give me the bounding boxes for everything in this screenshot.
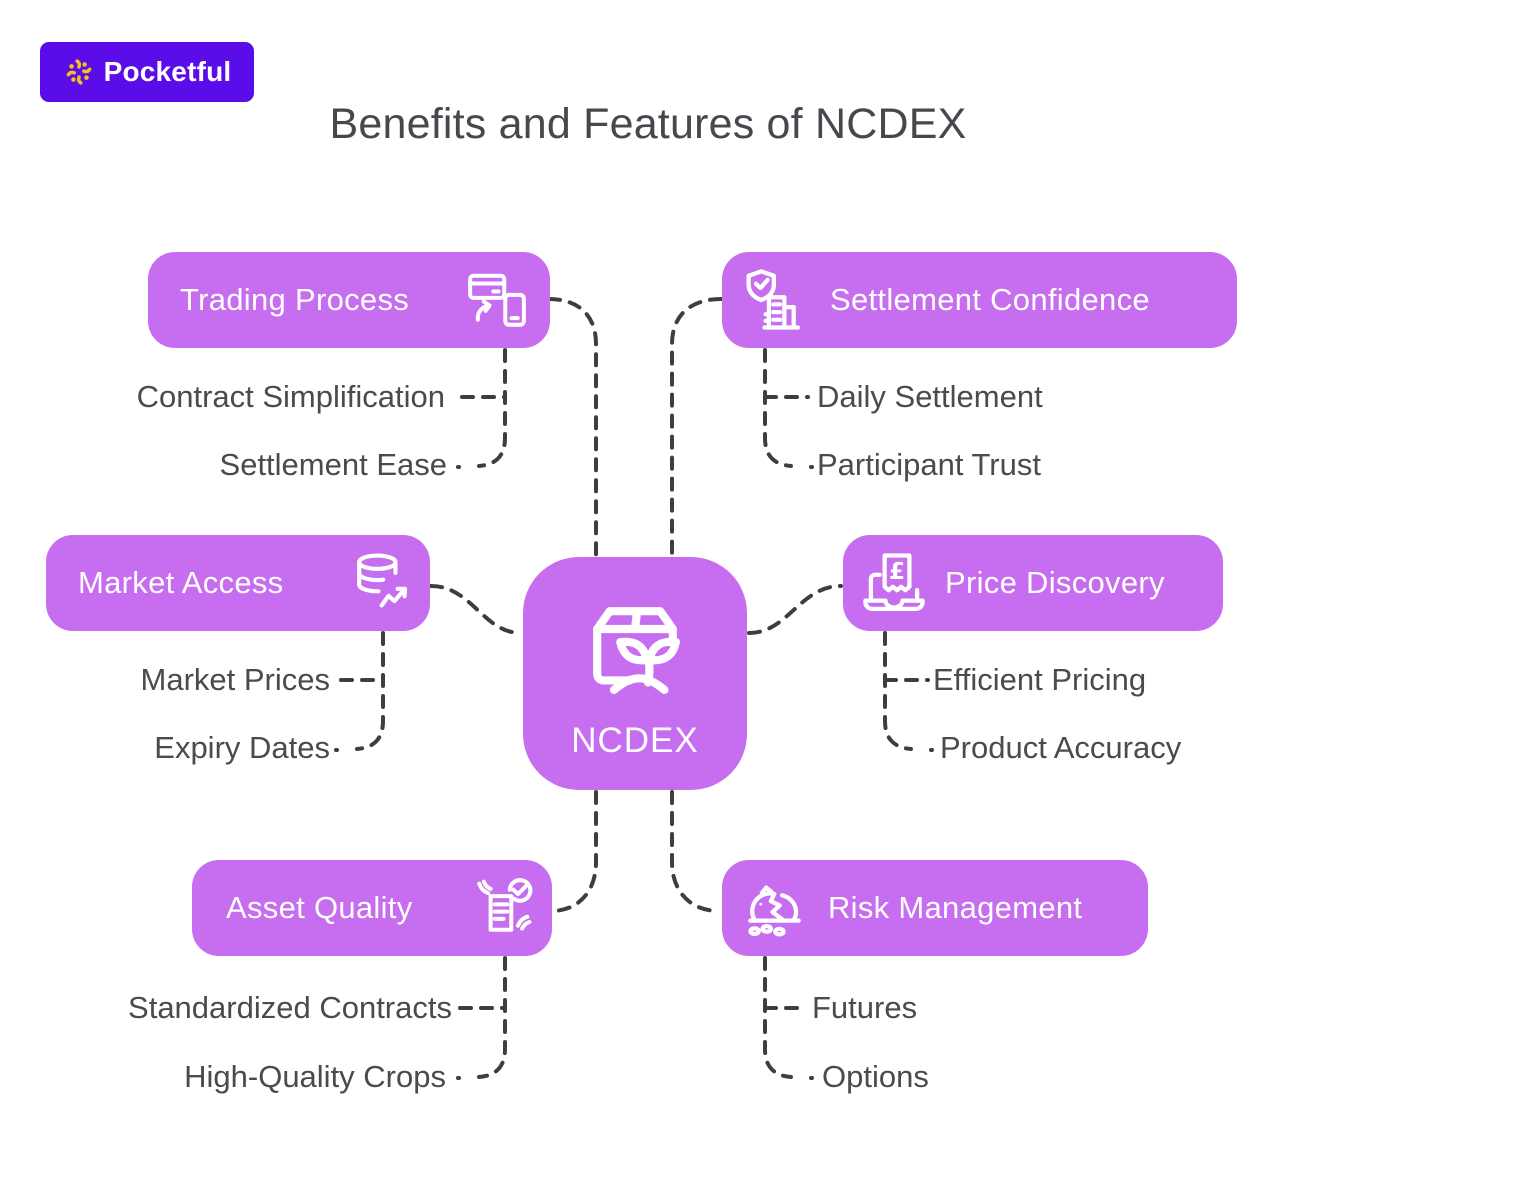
- leaf-futures: Futures: [812, 990, 918, 1025]
- checklist-hands-icon: [472, 877, 534, 939]
- leaf-daily-settlement: Daily Settlement: [817, 379, 1043, 414]
- leaf-product-accuracy: Product Accuracy: [940, 730, 1182, 765]
- broken-piggy-bank-icon: [742, 875, 808, 941]
- leaf-standardized-contracts: Standardized Contracts: [128, 990, 452, 1025]
- leaf-settlement-ease: Settlement Ease: [219, 447, 447, 482]
- leaf-participant-trust: Participant Trust: [817, 447, 1041, 482]
- node-settlement-confidence: Settlement Confidence: [722, 252, 1237, 348]
- package-sprout-icon: [572, 587, 698, 713]
- node-label: Risk Management: [828, 890, 1083, 925]
- node-label: Market Access: [78, 565, 284, 600]
- node-label: Asset Quality: [226, 890, 413, 925]
- node-price-discovery: £ Price Discovery: [843, 535, 1223, 631]
- node-label: Trading Process: [180, 282, 410, 317]
- card-phone-transfer-icon: [466, 269, 528, 331]
- leaf-market-prices: Market Prices: [140, 662, 330, 697]
- logo-wordmark: Pocketful: [103, 56, 232, 87]
- database-chart-icon: [348, 551, 412, 615]
- node-label: Price Discovery: [945, 565, 1165, 600]
- node-asset-quality: Asset Quality: [192, 860, 552, 956]
- node-label: Settlement Confidence: [830, 282, 1150, 317]
- pocketful-logo: Pocketful: [40, 42, 254, 102]
- node-trading-process: Trading Process: [148, 252, 550, 348]
- shield-check-building-icon: [742, 267, 808, 333]
- leaf-options: Options: [822, 1059, 929, 1094]
- leaf-high-quality-crops: High-Quality Crops: [184, 1059, 446, 1094]
- flower-icon: [63, 56, 95, 88]
- laptop-receipt-icon: £: [861, 550, 927, 616]
- node-market-access: Market Access: [46, 535, 430, 631]
- node-ncdex-center: NCDEX: [523, 557, 747, 790]
- leaf-expiry-dates: Expiry Dates: [154, 730, 330, 765]
- node-risk-management: Risk Management: [722, 860, 1148, 956]
- page-title: Benefits and Features of NCDEX: [329, 100, 967, 148]
- center-label: NCDEX: [571, 720, 699, 760]
- svg-text:£: £: [889, 559, 905, 585]
- leaf-efficient-pricing: Efficient Pricing: [933, 662, 1147, 697]
- leaf-contract-simplification: Contract Simplification: [136, 379, 445, 414]
